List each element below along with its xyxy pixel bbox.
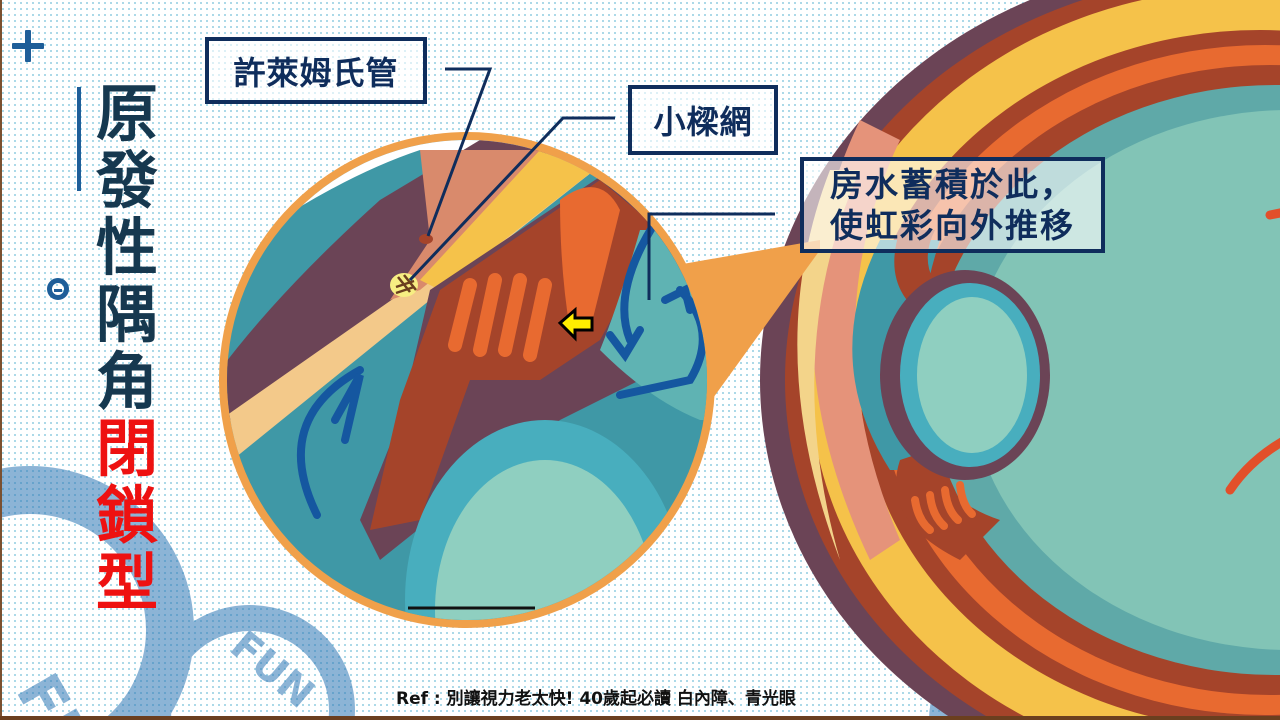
title-char: 發 (95, 144, 158, 217)
reference-citation: Ref : 別讓視力老太快! 40歲起必讀 白內障、青光眼 (396, 689, 796, 709)
label-text-line1: 房水蓄積於此， (830, 165, 1075, 204)
label-schlemm-canal: 許萊姆氏管 (205, 37, 427, 104)
bottom-border (0, 716, 1280, 720)
label-text: 小樑網 (653, 103, 753, 141)
title-accent-line (77, 87, 81, 191)
title-char-accent: 閉 (95, 412, 158, 485)
page-title: 原 發 性 隅 角 閉 鎖 型 (92, 80, 162, 616)
plus-icon (12, 30, 44, 62)
pointer-arrow-icon (557, 306, 594, 342)
magnified-angle (227, 140, 707, 620)
eye-cross-section (760, 0, 1280, 720)
theta-icon (47, 278, 69, 300)
title-char: 性 (95, 211, 158, 284)
label-text-line2: 使虹彩向外推移 (830, 206, 1075, 245)
callout-lines (408, 67, 775, 300)
label-trabecular-meshwork: 小樑網 (628, 85, 778, 155)
label-text: 許萊姆氏管 (233, 53, 399, 92)
title-char: 角 (95, 345, 158, 418)
title-char: 原 (95, 77, 158, 150)
left-border (0, 0, 2, 720)
title-char: 隅 (95, 278, 158, 351)
title-char-accent: 鎖 (95, 479, 158, 552)
title-char-accent: 型 (95, 546, 158, 619)
label-aqueous-buildup: 房水蓄積於此， 使虹彩向外推移 (800, 157, 1105, 253)
